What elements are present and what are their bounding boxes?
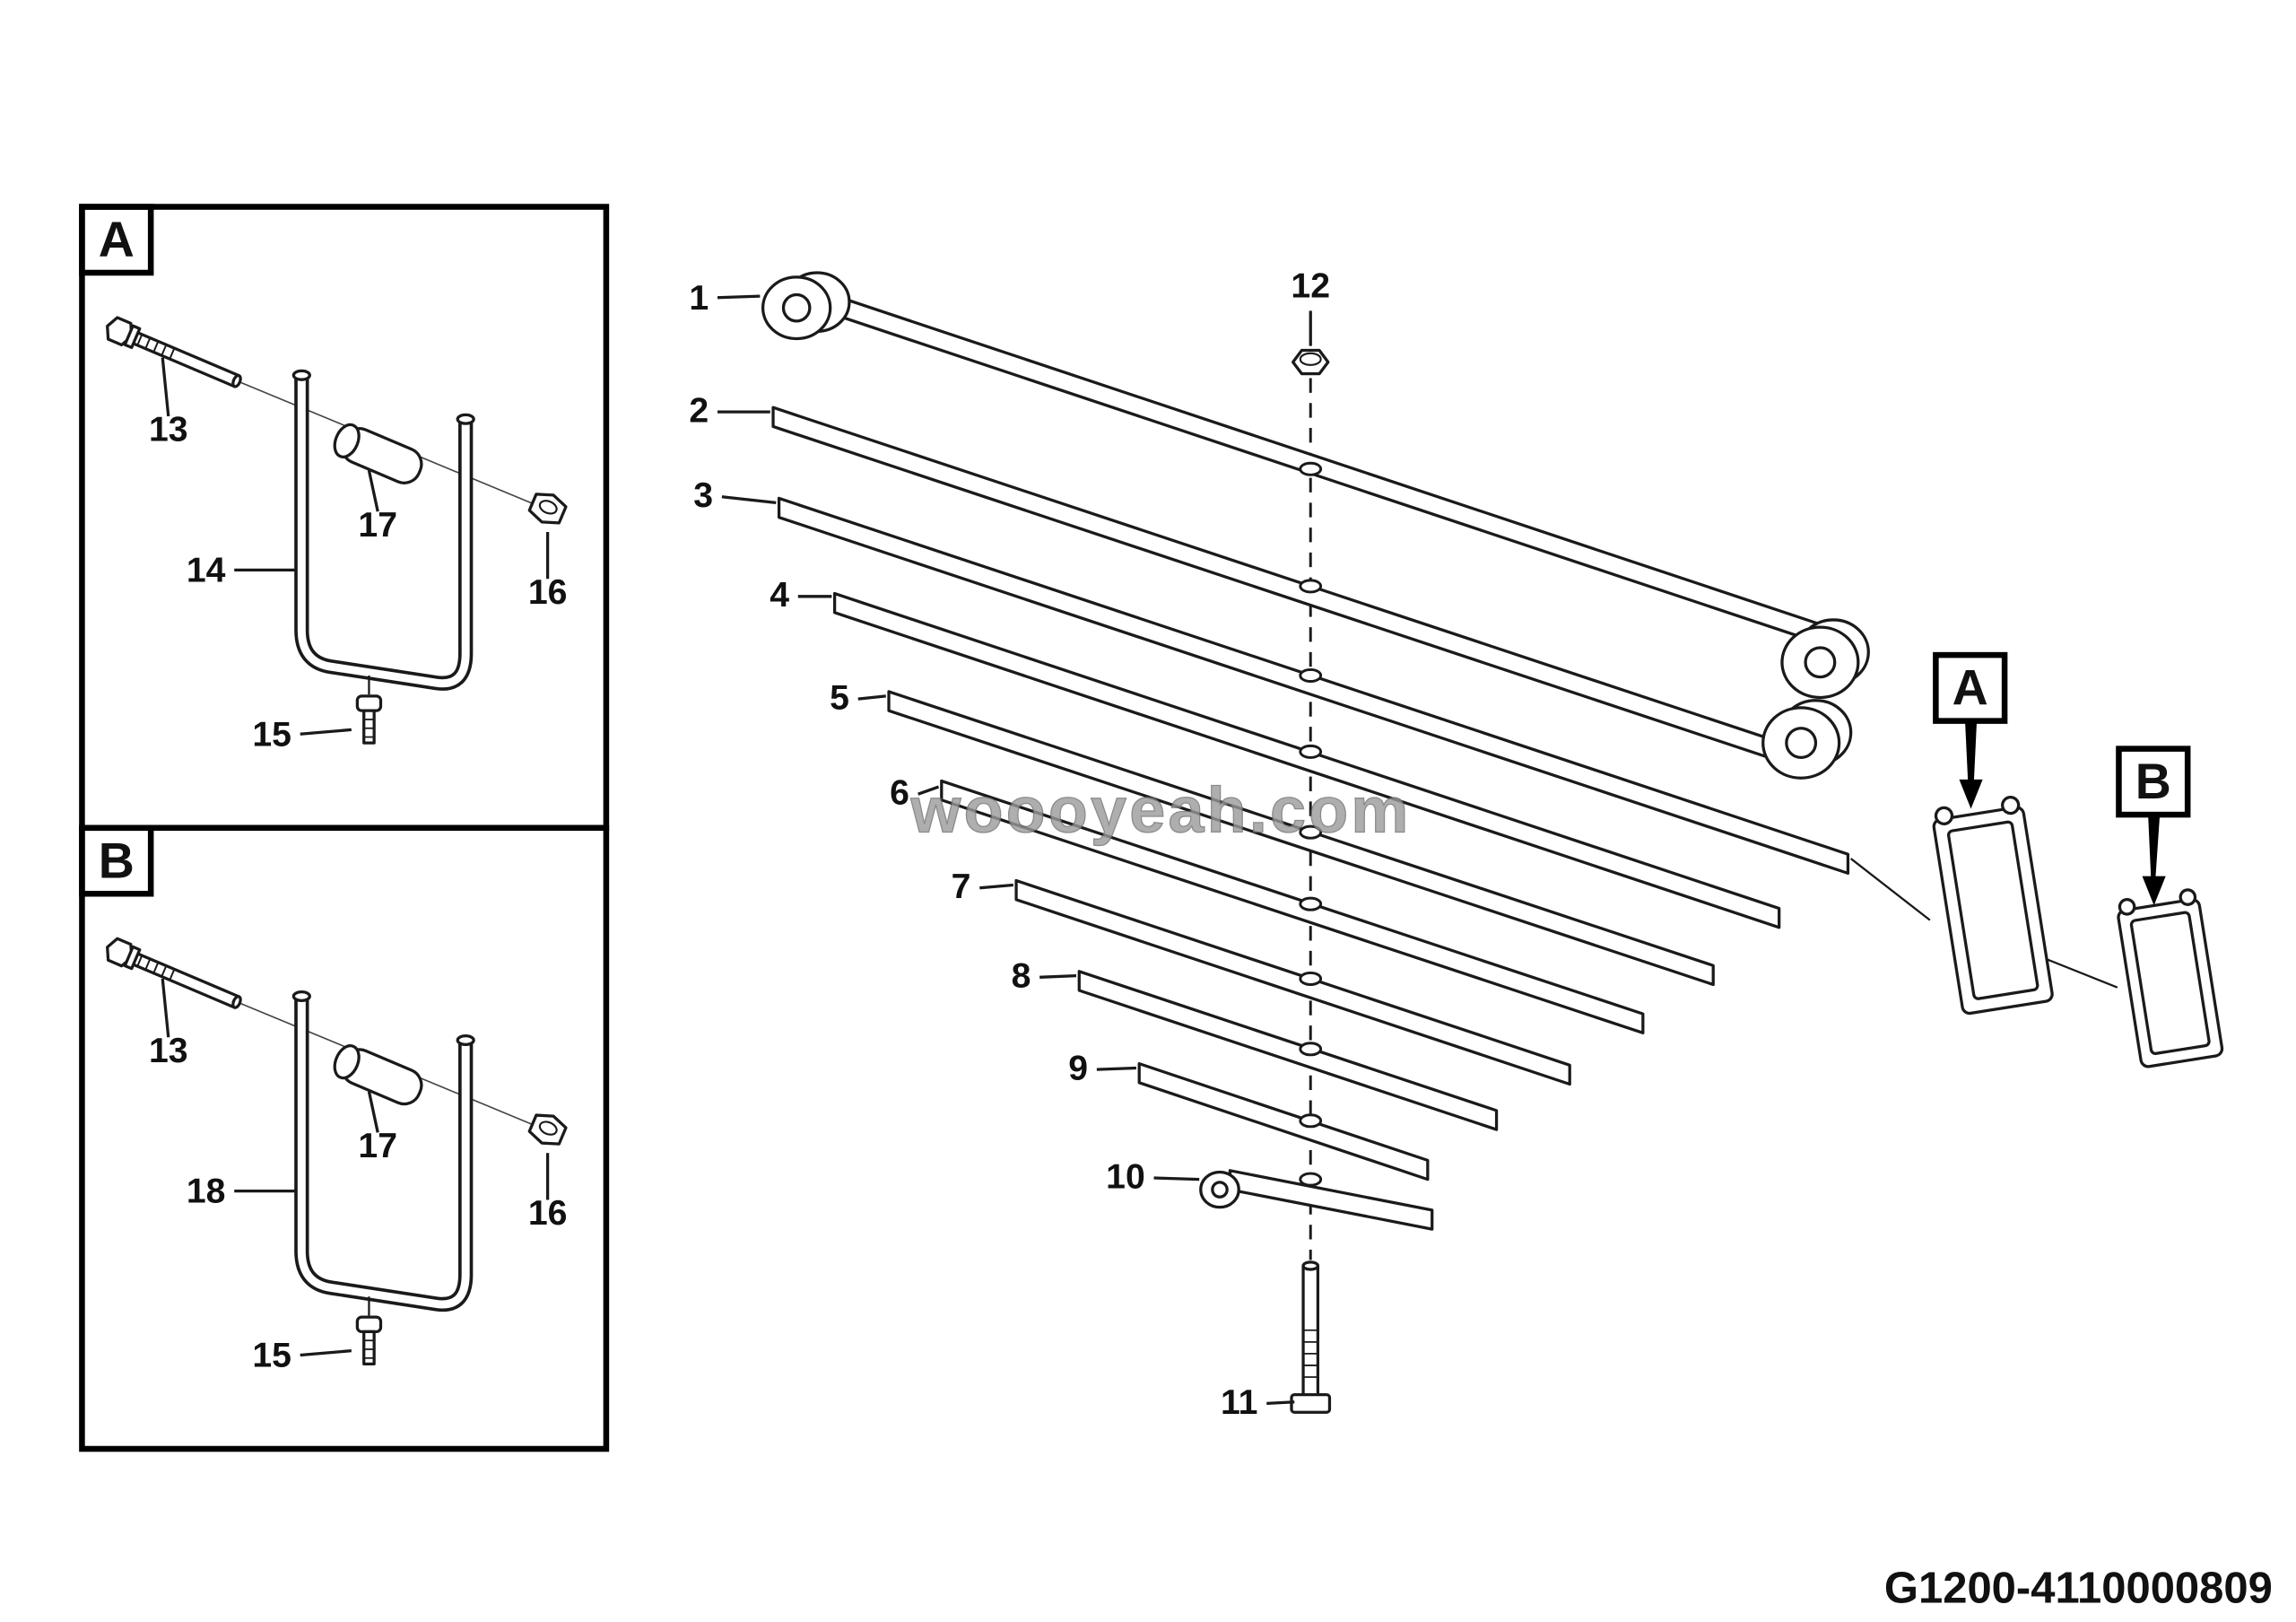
- inset-b-title: B: [99, 833, 135, 888]
- inset-detail-b: B 13 18 17 16 15: [82, 828, 605, 1449]
- callout-6: 6: [890, 774, 940, 813]
- inset-b-callout-bolt: 13: [149, 1032, 188, 1070]
- side-ref-b: B: [2116, 746, 2224, 1068]
- inset-a-title: A: [99, 212, 135, 267]
- inset-a-callout-clamp: 14: [187, 551, 226, 589]
- svg-text:10: 10: [1106, 1157, 1145, 1196]
- inset-a-callout-screw: 15: [252, 715, 291, 754]
- callout-9: 9: [1068, 1050, 1136, 1088]
- callout-3: 3: [693, 476, 777, 515]
- inset-b-callout-clamp: 18: [187, 1173, 226, 1211]
- leaf-5: [887, 690, 1715, 987]
- center-bolt: [1290, 1260, 1332, 1414]
- inset-b-callout-bushing: 17: [358, 1127, 397, 1165]
- callout-2: 2: [689, 392, 770, 431]
- callout-12: 12: [1291, 267, 1330, 346]
- ref-b-label: B: [2135, 754, 2171, 809]
- callout-1: 1: [689, 279, 761, 318]
- spring-eye-rear-upper: [1780, 618, 1870, 700]
- inset-a-callout-bolt: 13: [149, 411, 188, 449]
- inset-b-callout-screw: 15: [252, 1337, 291, 1375]
- leaf-8: [1077, 970, 1499, 1131]
- svg-text:4: 4: [770, 576, 789, 615]
- inset-b-callout-nut: 16: [528, 1194, 568, 1233]
- leaf-7: [1014, 878, 1571, 1086]
- svg-text:9: 9: [1068, 1050, 1088, 1088]
- center-bolt-holes: [1299, 461, 1323, 1187]
- ref-a-arrow-head: [1959, 779, 1983, 809]
- ref-b-arrow-shaft: [2148, 815, 2161, 879]
- center-bolt-nut: [1291, 348, 1330, 376]
- ref-b-arrow-head: [2142, 876, 2166, 906]
- clamp-frame-b: [2117, 888, 2224, 1068]
- leaf-3: [777, 496, 1850, 876]
- callout-8: 8: [1012, 957, 1077, 996]
- leaf-6: [940, 779, 1645, 1034]
- svg-text:2: 2: [689, 392, 709, 431]
- inset-a-callout-nut: 16: [528, 573, 568, 612]
- callout-4: 4: [770, 576, 832, 615]
- spring-eye-rear-lower: [1761, 699, 1853, 780]
- inset-a-callout-bushing: 17: [358, 506, 397, 545]
- inset-detail-a: A 13 14 17 16 15: [82, 207, 605, 828]
- callout-7: 7: [952, 868, 1013, 906]
- svg-text:11: 11: [1221, 1383, 1257, 1422]
- svg-text:12: 12: [1291, 267, 1330, 306]
- svg-text:5: 5: [830, 679, 849, 718]
- clamp-plate-eye: [1199, 1170, 1240, 1209]
- ref-a-leader-line: [1849, 858, 1931, 921]
- svg-text:3: 3: [693, 476, 713, 515]
- clamp-frame-a: [1932, 795, 2054, 1016]
- svg-text:7: 7: [952, 868, 971, 906]
- leaf-4: [832, 591, 1781, 929]
- ref-a-label: A: [1952, 660, 1988, 716]
- spring-eye-front-left: [761, 271, 851, 341]
- svg-text:1: 1: [689, 279, 709, 318]
- watermark: woooyeah.com: [910, 775, 1412, 847]
- doc-code: G1200-4110000809: [1884, 1564, 2273, 1612]
- svg-text:8: 8: [1012, 957, 1031, 996]
- callout-10: 10: [1106, 1157, 1200, 1196]
- svg-text:6: 6: [890, 774, 909, 813]
- leaf-9: [1137, 1062, 1430, 1182]
- callout-5: 5: [830, 679, 886, 718]
- ref-a-arrow-shaft: [1965, 720, 1978, 783]
- leaf-spring-assembly: 1 2 3 4 5 6 7 8 9 10 11 12: [689, 267, 1870, 1422]
- callout-11: 11: [1221, 1383, 1295, 1422]
- side-ref-a: A: [1932, 651, 2054, 1016]
